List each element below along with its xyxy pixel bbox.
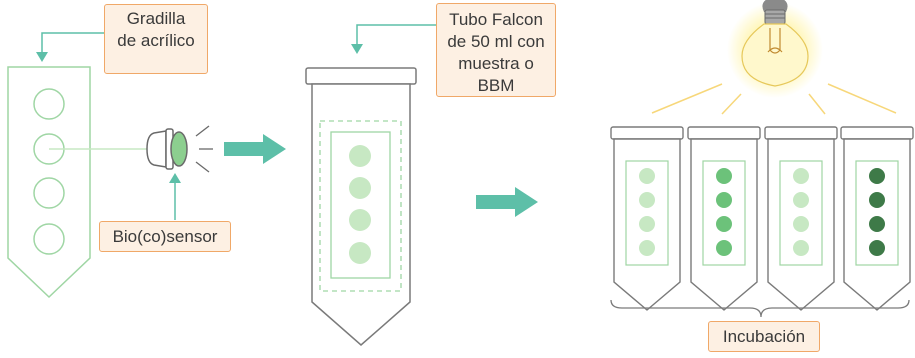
process-arrow <box>224 134 286 164</box>
incubation-sensor-spot <box>716 240 732 256</box>
incubation-sensor-spot <box>869 216 885 232</box>
sensor-spot <box>349 145 371 167</box>
rack-pointer <box>36 32 104 62</box>
sensor-face <box>170 131 188 167</box>
rack-well <box>33 223 65 255</box>
incubation-tube-cap <box>840 126 914 140</box>
incubation-brace <box>610 299 910 318</box>
label-incubation: Incubación <box>708 321 820 352</box>
sensor-spot <box>349 242 371 264</box>
incubation-sensor-spot <box>639 240 655 256</box>
incubation-tube-cap <box>687 126 761 140</box>
biosensor <box>49 125 213 173</box>
falcon-pointer <box>351 24 436 54</box>
incubation-tube-cap <box>764 126 838 140</box>
biosensor-pointer <box>169 173 181 220</box>
label-biosensor: Bio(co)sensor <box>99 221 231 252</box>
incubation-sensor-spot <box>869 168 885 184</box>
incubation-sensor-spot <box>639 168 655 184</box>
incubation-sensor-spot <box>716 216 732 232</box>
sensor-housing <box>146 130 167 168</box>
incubation-sensor-spot <box>869 192 885 208</box>
rack-well <box>33 88 65 120</box>
incubation-sensor-spot <box>639 192 655 208</box>
sensor-spot <box>349 209 371 231</box>
process-arrow <box>476 187 538 217</box>
rack-outline <box>7 66 91 299</box>
rack-well <box>33 177 65 209</box>
incubation-sensor-spot <box>716 168 732 184</box>
sensor-strip-outline <box>319 120 402 292</box>
sensor-spot <box>349 177 371 199</box>
incubation-sensor-spot <box>793 168 809 184</box>
incubation-sensor-spot <box>716 192 732 208</box>
incubation-sensor-spot <box>639 216 655 232</box>
incubation-tubes <box>610 126 914 311</box>
light-bulb-icon <box>727 0 823 98</box>
falcon-cap <box>305 67 417 85</box>
incubation-sensor-spot <box>793 216 809 232</box>
incubation-tube-cap <box>610 126 684 140</box>
light-rays <box>651 83 897 115</box>
label-acrylic-rack: Gradilla de acrílico <box>104 4 208 74</box>
falcon-tube <box>305 67 417 346</box>
incubation-sensor-spot <box>793 240 809 256</box>
incubation-sensor-spot <box>793 192 809 208</box>
incubation-sensor-spot <box>869 240 885 256</box>
acrylic-rack <box>7 66 91 299</box>
label-falcon-tube: Tubo Falcon de 50 ml con muestra o BBM <box>436 3 556 97</box>
